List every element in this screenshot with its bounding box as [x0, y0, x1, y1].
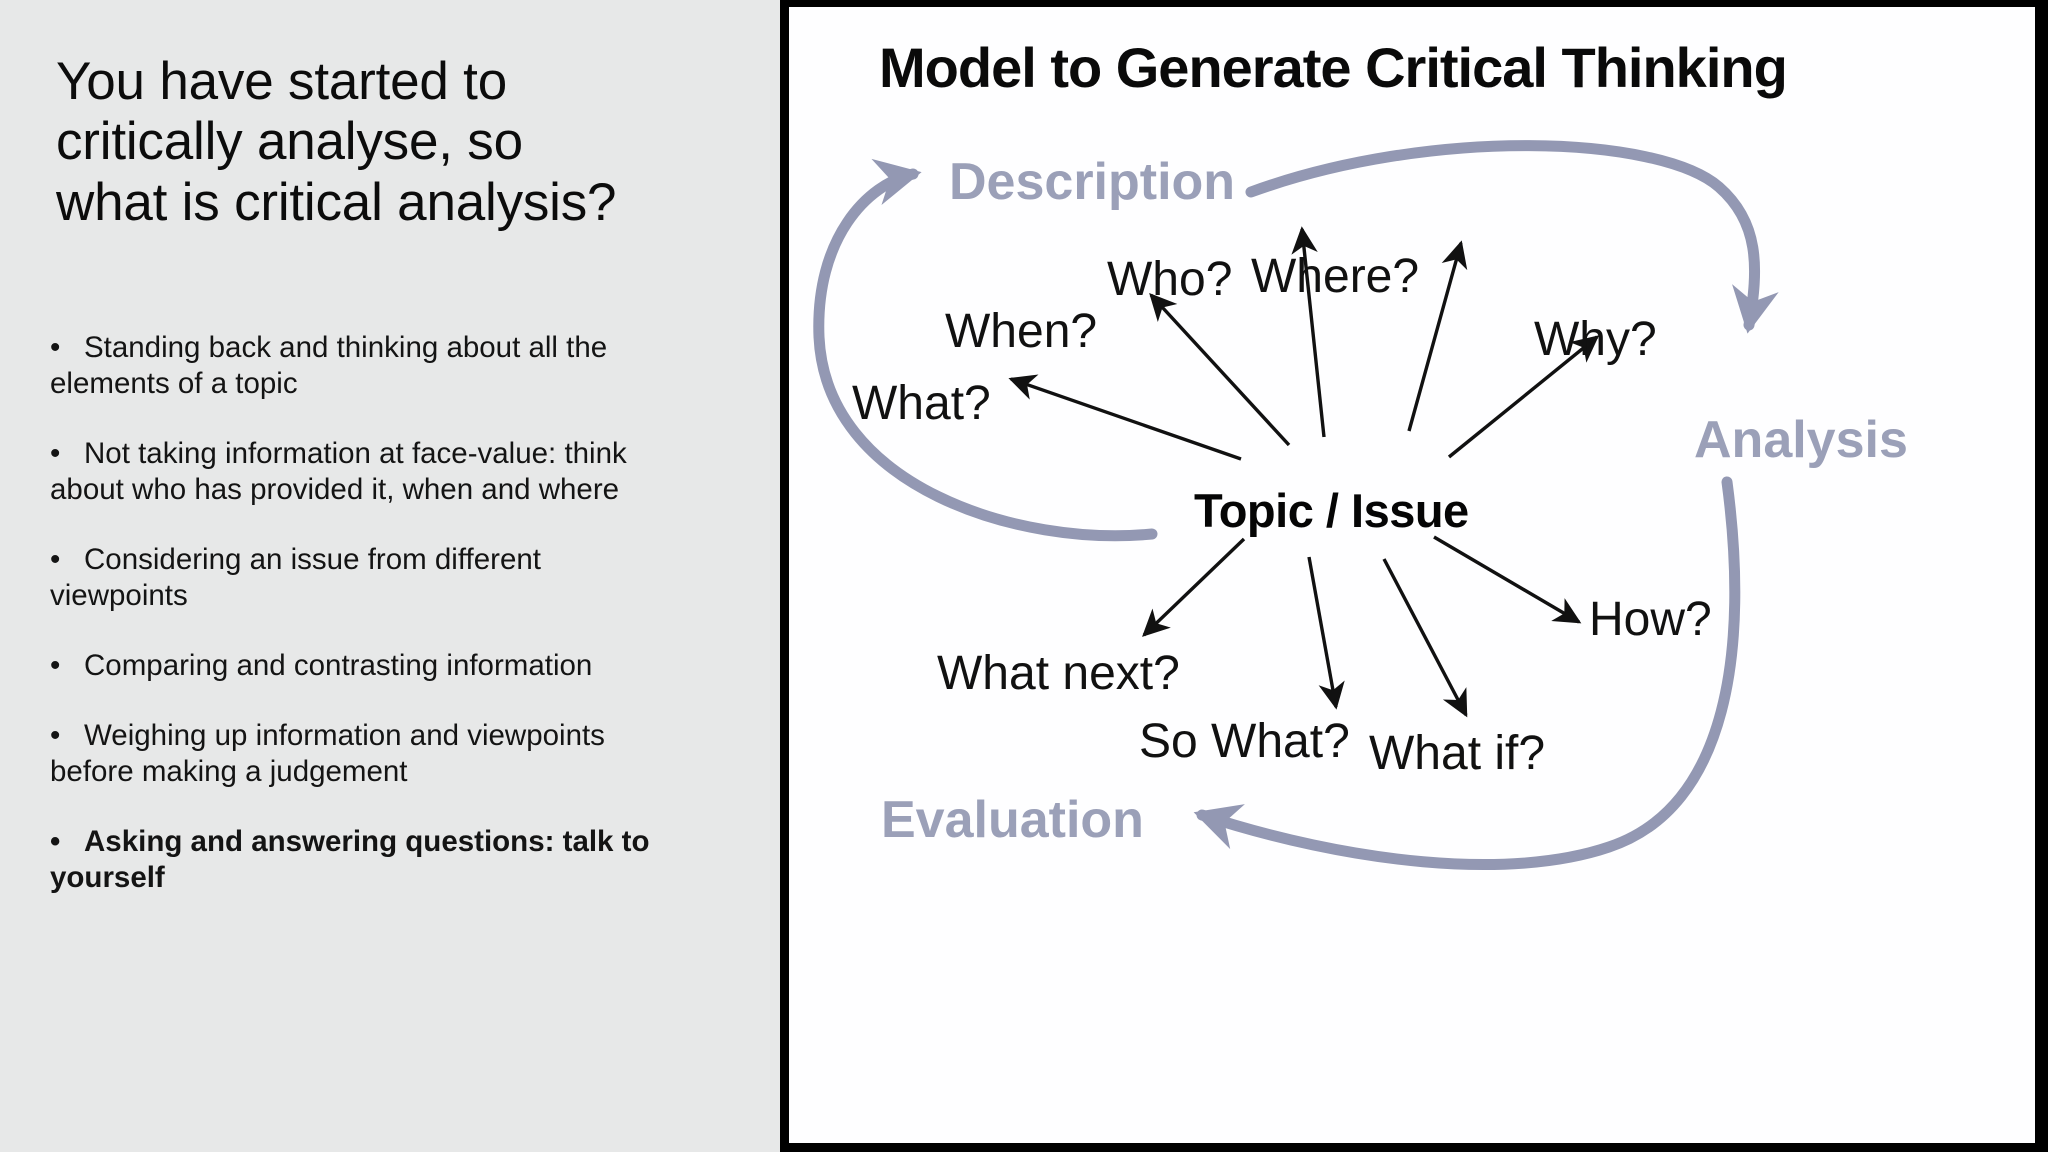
bullet-marker-icon: •: [50, 542, 61, 576]
list-item: •Not taking information at face-value: t…: [50, 436, 650, 508]
bullet-marker-icon: •: [50, 436, 61, 470]
spoke-to-when: [1149, 292, 1291, 447]
bullet-marker-icon: •: [50, 718, 61, 752]
phase-label-analysis: Analysis: [1694, 411, 1908, 469]
spoke-to-who: [1291, 226, 1326, 438]
critical-thinking-diagram: Model to Generate Critical Thinking Desc…: [813, 36, 1908, 870]
spoke-to-what: [1008, 374, 1242, 461]
question-label-who: Who?: [1107, 253, 1232, 306]
list-item: •Weighing up information and viewpoints …: [50, 718, 650, 790]
spoke-to-what-next: [1142, 537, 1246, 637]
question-label-when: When?: [945, 305, 1097, 358]
list-item-label: Not taking information at face-value: th…: [50, 436, 627, 506]
list-item-label: Comparing and contrasting information: [84, 648, 593, 682]
diagram-title: Model to Generate Critical Thinking: [879, 36, 1787, 99]
question-label-so-what: So What?: [1139, 715, 1350, 768]
cycle-arrow-to-analysis: [1245, 140, 1779, 334]
spoke-to-what-if: [1382, 558, 1468, 718]
phase-label-description: Description: [949, 153, 1235, 211]
list-item-label: Considering an issue from different view…: [50, 542, 541, 612]
phase-label-evaluation: Evaluation: [881, 791, 1144, 849]
page-title: You have started to critically analyse, …: [56, 52, 736, 233]
list-item: •Standing back and thinking about all th…: [50, 330, 650, 402]
list-item-label: Weighing up information and viewpoints b…: [50, 718, 605, 788]
list-item: • Comparing and contrasting information: [50, 648, 650, 684]
question-label-what-next: What next?: [937, 647, 1180, 700]
bullet-marker-icon: •: [50, 824, 61, 858]
spoke-to-where: [1407, 240, 1468, 432]
diagram-image: Model to Generate Critical Thinking Desc…: [789, 7, 2035, 1143]
bullet-marker-icon: •: [50, 648, 61, 682]
list-item-label: Standing back and thinking about all the…: [50, 331, 608, 400]
list-item: •Considering an issue from different vie…: [50, 542, 650, 614]
left-text-panel: You have started to critically analyse, …: [0, 0, 780, 1152]
diagram-center-label: Topic / Issue: [1194, 484, 1469, 537]
spoke-to-why: [1447, 335, 1600, 459]
question-label-how: How?: [1589, 593, 1712, 646]
headline-line-3: what is critical analysis?: [56, 172, 617, 232]
question-label-where: Where?: [1251, 250, 1419, 303]
cycle-arrow-to-evaluation: [1193, 476, 1741, 870]
question-label-why: Why?: [1534, 313, 1657, 366]
question-label-what: What?: [852, 377, 991, 430]
headline-line-1: You have started to: [56, 52, 507, 111]
list-item: •Asking and answering questions: talk to…: [50, 824, 650, 896]
spoke-to-how: [1433, 535, 1582, 624]
question-label-what-if: What if?: [1369, 727, 1545, 780]
diagram-panel: Model to Generate Critical Thinking Desc…: [780, 0, 2048, 1152]
list-item-label: Asking and answering questions: talk to …: [50, 824, 650, 894]
cycle-arrow-to-description: [813, 158, 1158, 542]
bullet-list: •Standing back and thinking about all th…: [50, 330, 750, 930]
headline-line-2: critically analyse, so: [56, 112, 523, 172]
bullet-marker-icon: •: [50, 331, 61, 364]
spoke-to-so-what: [1307, 556, 1345, 710]
